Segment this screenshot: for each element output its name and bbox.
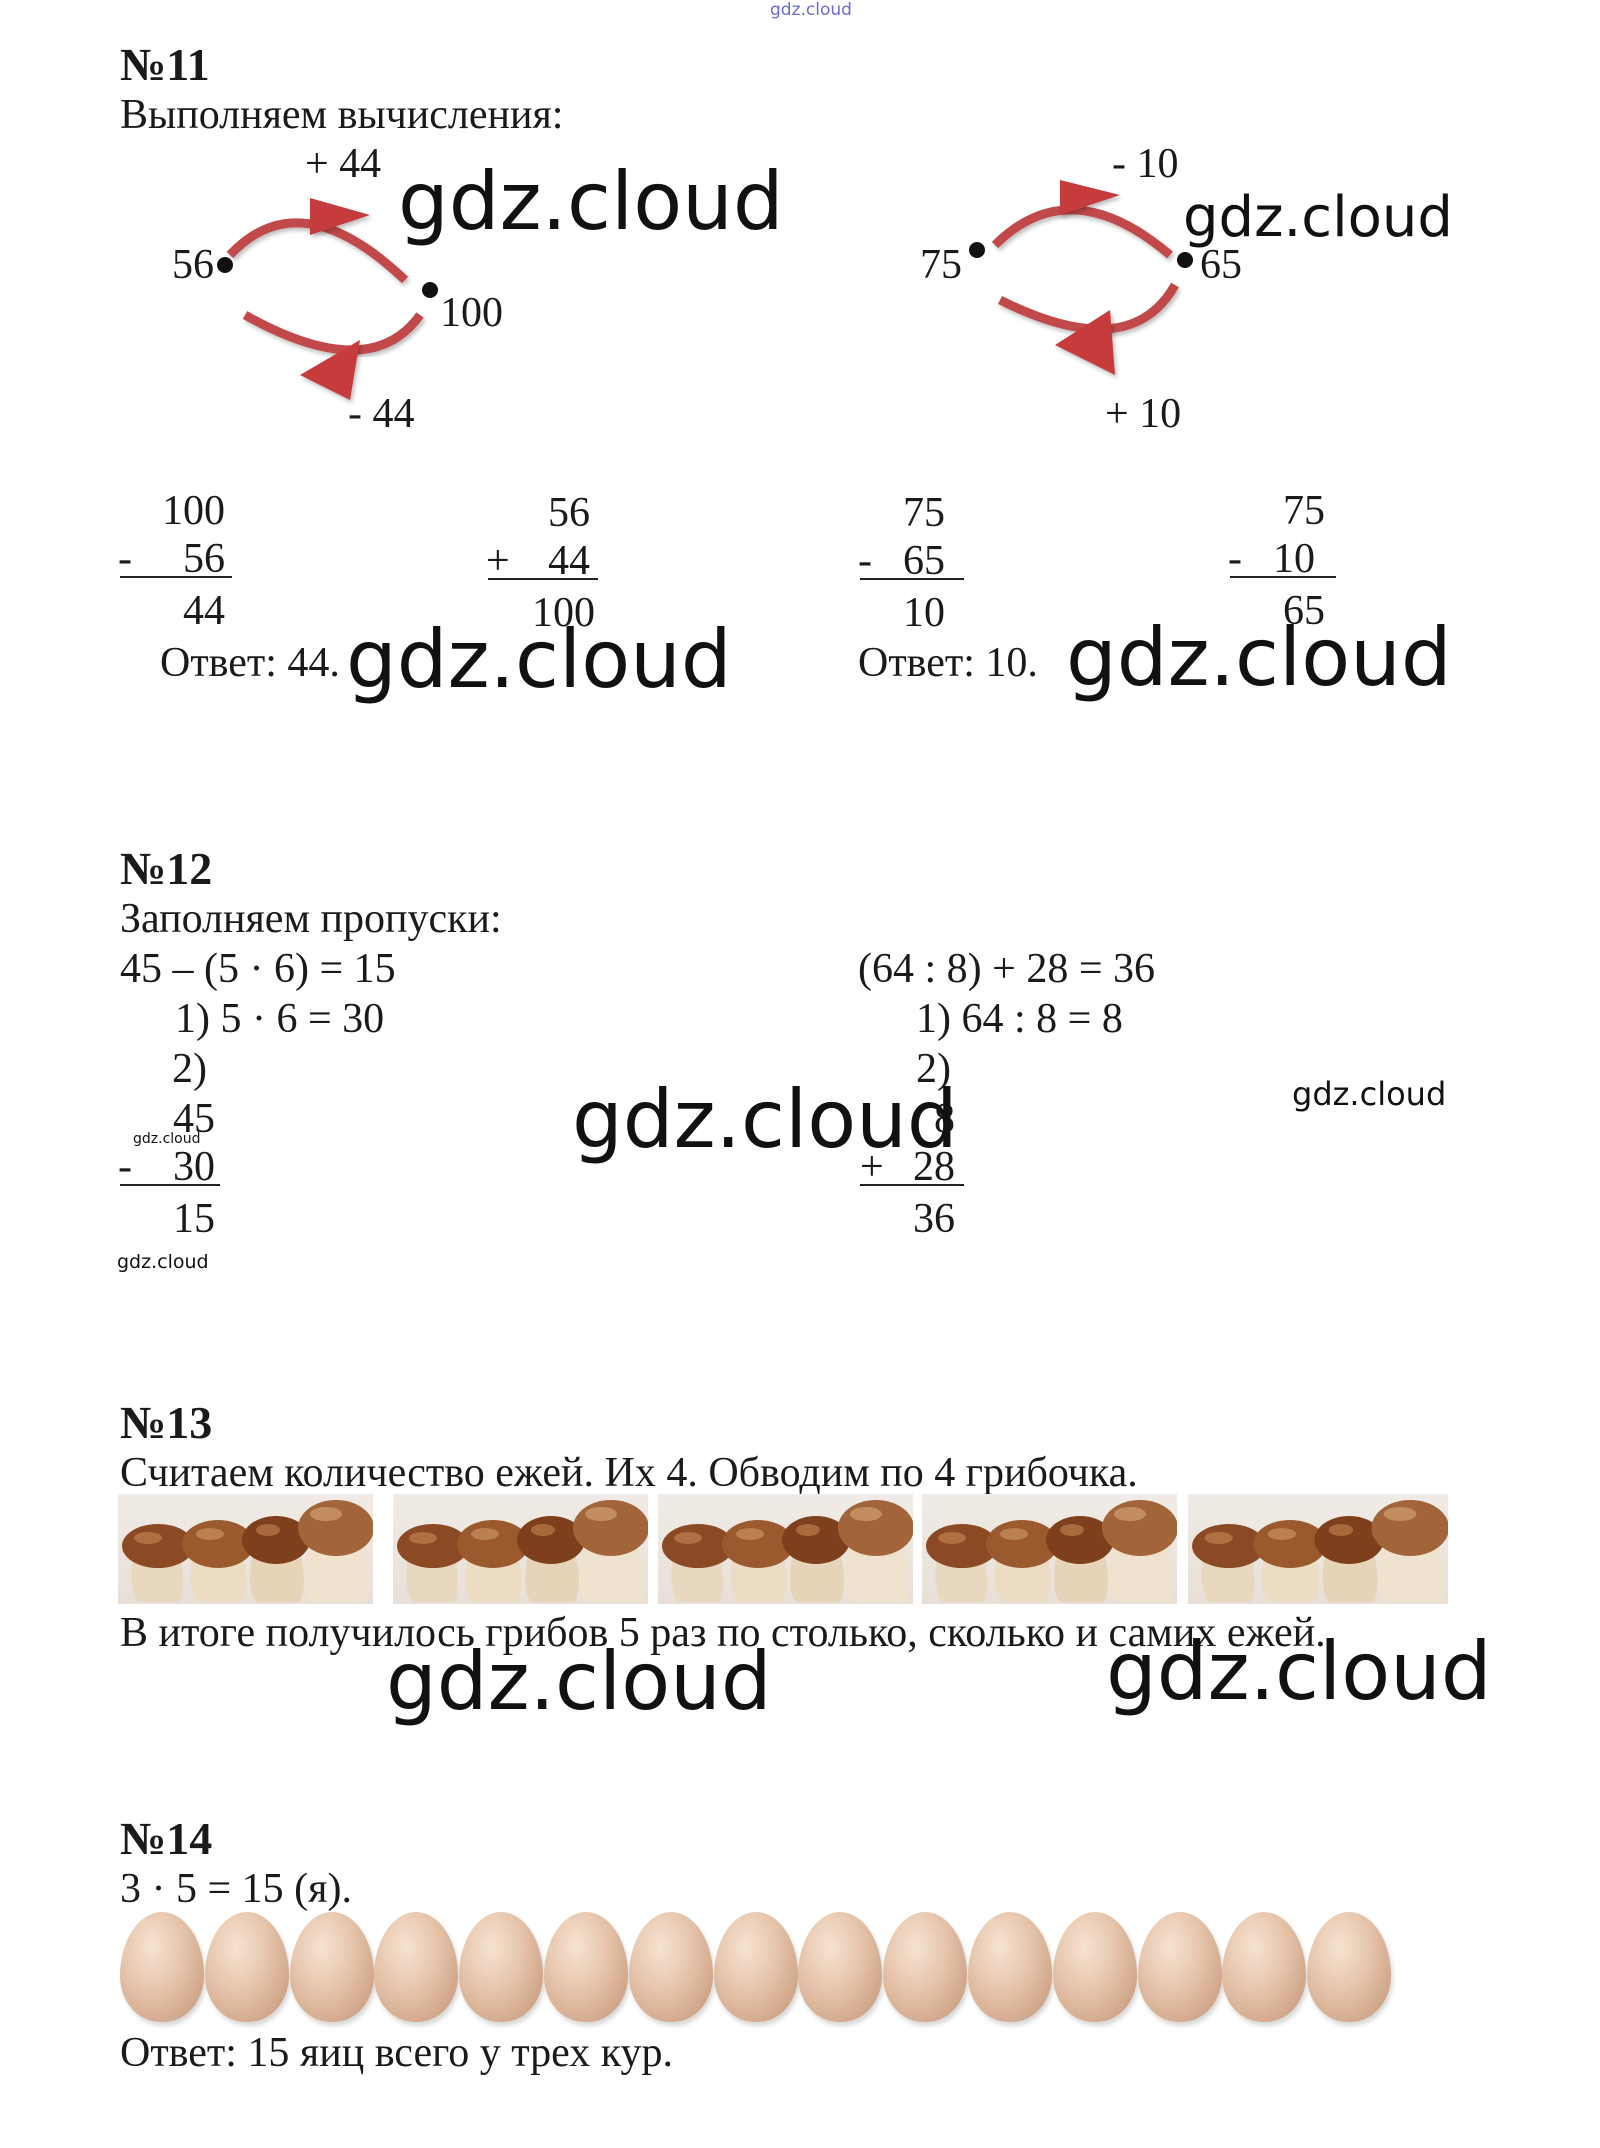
watermark-5: gdz.cloud	[572, 1073, 958, 1166]
egg-image	[713, 1912, 798, 2022]
watermark-10: gdz.cloud	[1106, 1625, 1492, 1718]
egg-image	[204, 1912, 289, 2022]
top-watermark: gdz.cloud	[770, 0, 852, 20]
calc4-underline	[1230, 576, 1336, 578]
task12-left-result: 15	[173, 1196, 215, 1242]
task12-left-step2: 2)	[172, 1046, 207, 1092]
left-end-value: 100	[440, 290, 503, 336]
calc2-underline	[488, 578, 598, 580]
egg-image	[1222, 1912, 1307, 2022]
right-back-label: + 10	[1105, 391, 1182, 437]
mushroom-group-image	[922, 1494, 1177, 1604]
task11-heading: №11	[120, 39, 210, 90]
egg-image	[374, 1912, 459, 2022]
calc1-underline	[120, 576, 232, 578]
cycle-diagram-right	[969, 180, 1193, 375]
task12-right-expr: (64 : 8) + 28 = 36	[858, 946, 1156, 992]
task12-left-top: 45	[173, 1096, 215, 1142]
watermark-8: gdz.cloud	[117, 1251, 209, 1273]
task12-right-bottom: 28	[913, 1144, 955, 1190]
task12-left-op: -	[118, 1144, 132, 1190]
task11-intro: Выполняем вычисления:	[120, 92, 564, 138]
egg-image	[883, 1912, 968, 2022]
task14-answer: Ответ: 15 яиц всего у трех кур.	[120, 2030, 674, 2076]
mushroom-group-image	[1188, 1494, 1448, 1604]
calc2-result: 100	[532, 590, 595, 636]
calc4-op: -	[1228, 536, 1242, 582]
calc2-top: 56	[548, 490, 590, 536]
egg-image	[968, 1912, 1052, 2022]
watermark-7: gdz.cloud	[133, 1131, 201, 1147]
task12-right-op: +	[860, 1144, 884, 1190]
cycle-diagram-left	[217, 198, 438, 400]
calc2-bottom: 44	[548, 538, 590, 584]
calc1-result: 44	[183, 588, 225, 634]
watermark-2: gdz.cloud	[1183, 185, 1453, 250]
calc3-bottom: 65	[903, 538, 945, 584]
task12-right-step2: 2)	[916, 1046, 951, 1092]
mushroom-group-image	[393, 1494, 648, 1604]
mushroom-group-image	[118, 1494, 373, 1604]
calc3-underline	[860, 578, 964, 580]
calc4-result: 65	[1283, 588, 1325, 634]
task13-text1: Считаем количество ежей. Их 4. Обводим п…	[120, 1450, 1138, 1496]
egg-image	[459, 1912, 544, 2022]
task12-heading: №12	[120, 843, 213, 894]
watermark-9: gdz.cloud	[386, 1635, 772, 1728]
answer-left: Ответ: 44.	[160, 640, 340, 686]
task12-right-top: 8	[934, 1096, 955, 1142]
calc4-bottom: 10	[1273, 536, 1315, 582]
calc1-bottom: 56	[183, 536, 225, 582]
calc4-top: 75	[1283, 488, 1325, 534]
calc3-top: 75	[903, 490, 945, 536]
mushroom-group-image	[658, 1494, 913, 1604]
task12-right-step1: 1) 64 : 8 = 8	[916, 996, 1123, 1042]
egg-image	[1137, 1912, 1222, 2022]
watermark-4: gdz.cloud	[1066, 611, 1452, 704]
calc3-op: -	[858, 538, 872, 584]
right-start-value: 75	[920, 242, 962, 288]
egg-image	[798, 1912, 883, 2022]
watermark-3: gdz.cloud	[346, 613, 732, 706]
calc2-op: +	[486, 538, 510, 584]
egg-image	[289, 1912, 374, 2022]
watermark-1: gdz.cloud	[398, 155, 784, 248]
left-start-value: 56	[172, 242, 214, 288]
calc1-op: -	[118, 536, 132, 582]
task12-left-underline	[120, 1184, 220, 1186]
task12-intro: Заполняем пропуски:	[120, 896, 502, 942]
task14-expr: 3 · 5 = 15 (я).	[120, 1866, 352, 1912]
watermark-6: gdz.cloud	[1292, 1075, 1447, 1113]
task12-right-underline	[860, 1184, 964, 1186]
right-end-value: 65	[1200, 242, 1242, 288]
calc1-top: 100	[162, 488, 225, 534]
task14-heading: №14	[120, 1813, 213, 1864]
task12-left-bottom: 30	[173, 1144, 215, 1190]
task12-right-result: 36	[913, 1196, 955, 1242]
left-forward-label: + 44	[305, 141, 382, 187]
left-back-label: - 44	[348, 391, 415, 437]
egg-image	[1052, 1912, 1137, 2022]
answer-right: Ответ: 10.	[858, 640, 1038, 686]
calc3-result: 10	[903, 590, 945, 636]
task13-heading: №13	[120, 1397, 213, 1448]
egg-image	[1307, 1912, 1392, 2022]
task13-text2: В итоге получилось грибов 5 раз по столь…	[120, 1610, 1326, 1656]
task12-left-step1: 1) 5 · 6 = 30	[175, 996, 385, 1042]
right-forward-label: - 10	[1112, 141, 1179, 187]
task12-left-expr: 45 – (5 · 6) = 15	[120, 946, 396, 992]
egg-image	[544, 1912, 628, 2022]
egg-image	[120, 1912, 204, 2022]
egg-image	[628, 1912, 713, 2022]
